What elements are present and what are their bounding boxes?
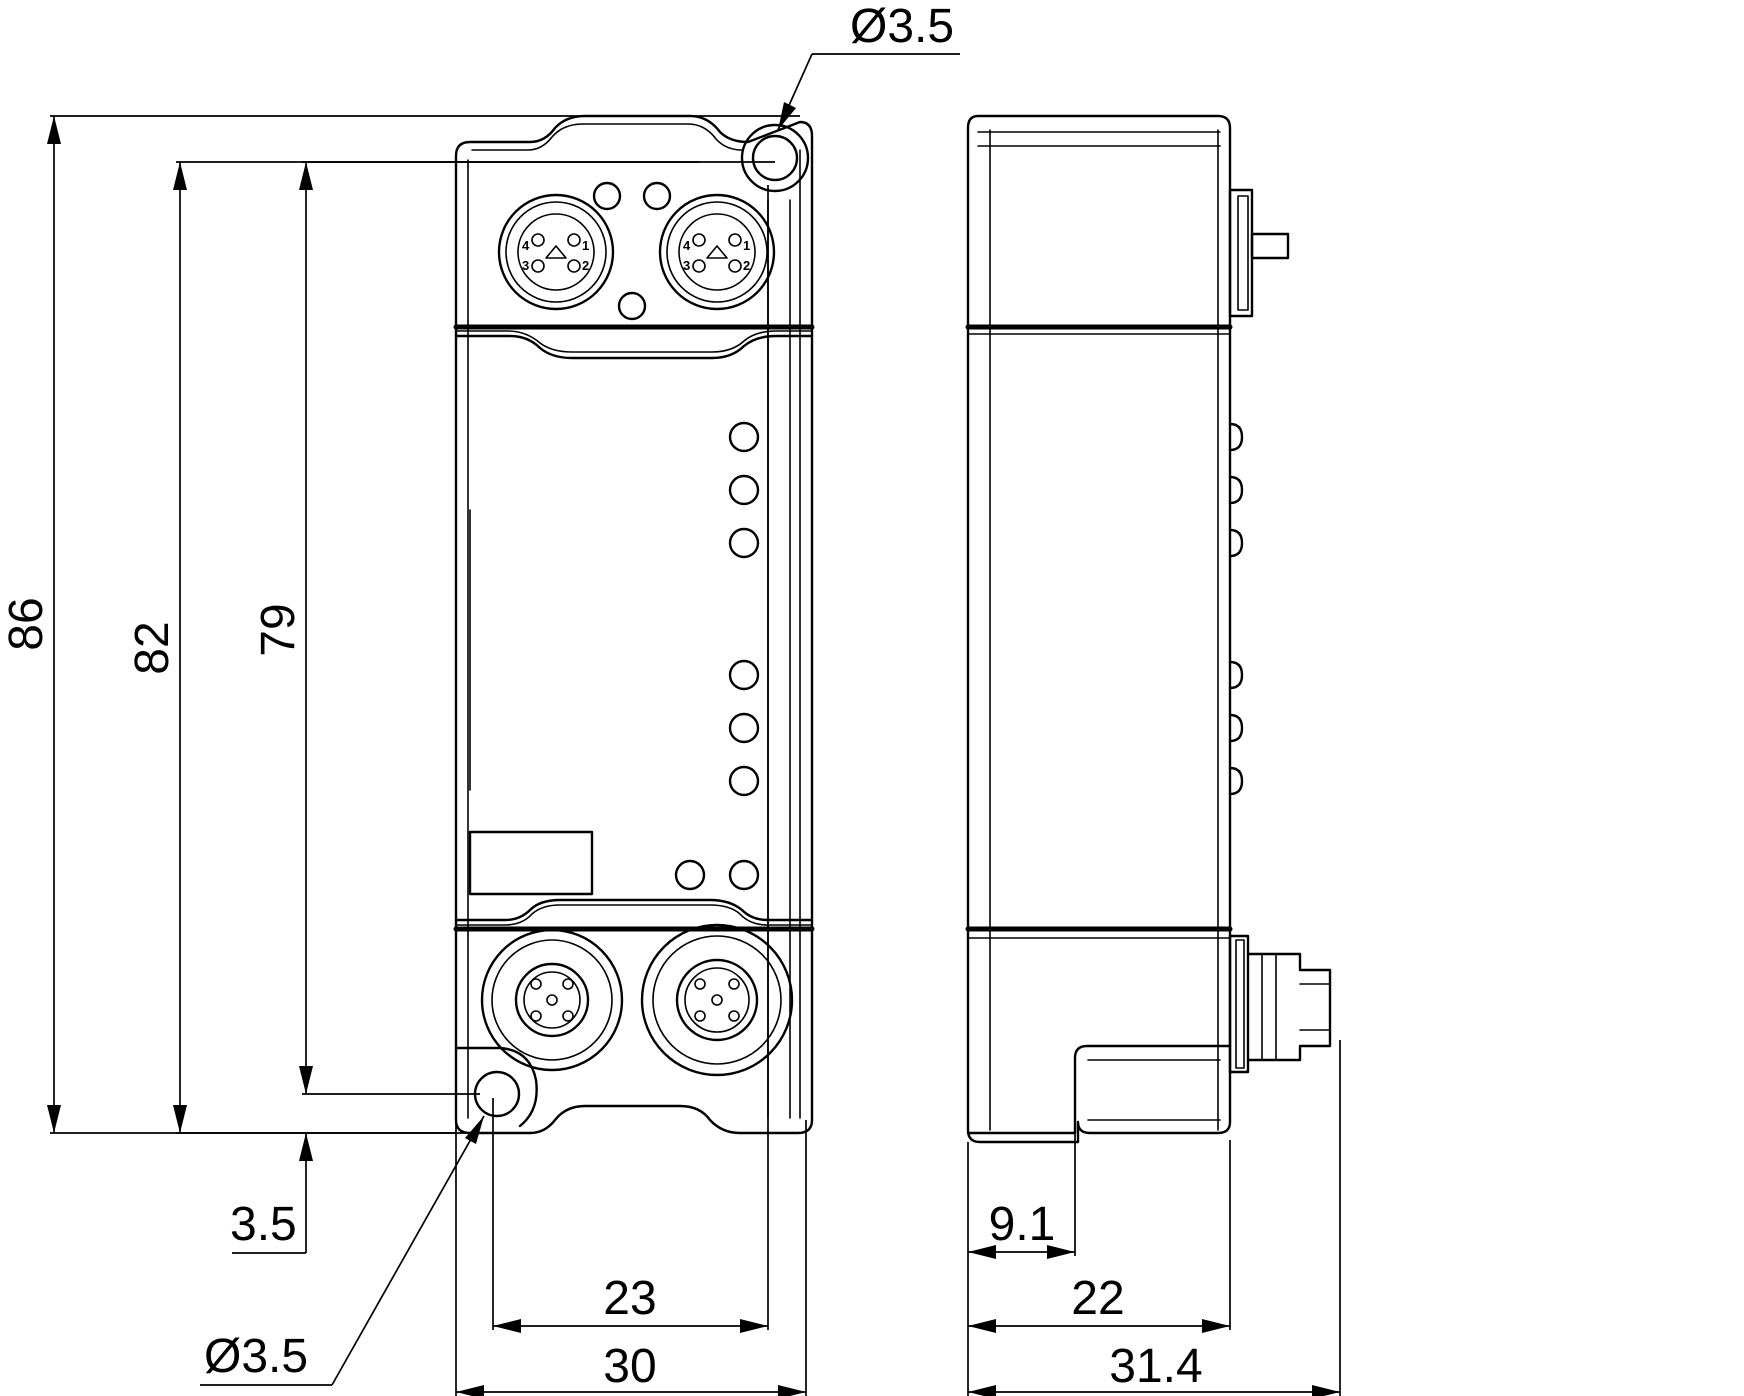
led-indicator [642,181,672,211]
top-band-curve [454,334,814,360]
led-indicator [728,712,760,744]
pin-label: 3 [683,258,690,273]
pin-label: 3 [522,258,529,273]
led-indicator [592,181,622,211]
pin-label: 2 [743,258,750,273]
dimension-label: 82 [126,621,179,674]
connector-top-right: 1 2 3 4 [658,193,776,311]
side-view [965,114,1332,1144]
dimension-79: 79 [252,161,700,1095]
pin-label: 1 [743,238,750,253]
dimension-diameter-bottom: Ø3.5 [200,1115,485,1386]
pin-label: 4 [683,238,691,253]
led-indicator [617,291,647,321]
dimension-label: 3.5 [230,1198,297,1251]
front-view-inner-outline [467,123,801,1119]
side-view-outline [966,114,1232,1144]
front-view: 1 2 3 4 1 2 3 4 [453,114,815,1135]
dimension-diameter-top: Ø3.5 [777,0,960,131]
side-led-bump [1228,660,1244,690]
side-led-bump [1228,713,1244,743]
dimension-label: 9.1 [989,1198,1056,1251]
led-indicator [728,474,760,506]
dimension-31-4: 31.4 [968,1040,1341,1396]
dimension-23: 23 [492,185,769,1333]
connector-bottom-right [640,923,794,1077]
led-indicator [728,859,760,891]
led-indicator [728,765,760,797]
dimension-22: 22 [968,1140,1231,1333]
led-indicator [728,659,760,691]
led-indicator [674,859,706,891]
dimension-30: 30 [455,1110,807,1396]
dimension-label: 23 [603,1272,656,1325]
dimension-86: 86 [0,115,800,1134]
dimension-label: 79 [252,603,305,656]
bottom-band-curve [454,898,814,922]
bottom-band-curve [455,904,813,926]
label-plate [468,830,594,896]
side-connector-bottom [1228,934,1332,1074]
side-led-bump [1228,422,1244,452]
dimension-label: Ø3.5 [204,1330,308,1383]
led-indicator [728,421,760,453]
mounting-hole-top [740,123,810,193]
dimension-label: 86 [0,597,53,650]
side-led-bump [1228,475,1244,505]
pin-label: 2 [582,258,589,273]
dimension-3-5: 3.5 [230,1133,313,1254]
pin-label: 4 [522,238,530,253]
side-led-bump [1228,528,1244,558]
connector-top-left: 1 2 3 4 [497,193,615,311]
dimension-label: 30 [603,1340,656,1393]
dimension-label: Ø3.5 [850,0,954,53]
side-view-body [966,1044,1232,1135]
led-indicator [728,527,760,559]
dimension-9-1: 9.1 [967,1133,1076,1396]
dimension-82: 82 [126,161,775,1134]
dimension-label: 22 [1071,1272,1124,1325]
pin-label: 1 [582,238,589,253]
dimension-label: 31.4 [1109,1340,1202,1393]
side-connector-top [1228,188,1290,318]
connector-bottom-left [480,928,624,1072]
top-band-curve [455,330,813,353]
side-led-bump [1228,766,1244,796]
